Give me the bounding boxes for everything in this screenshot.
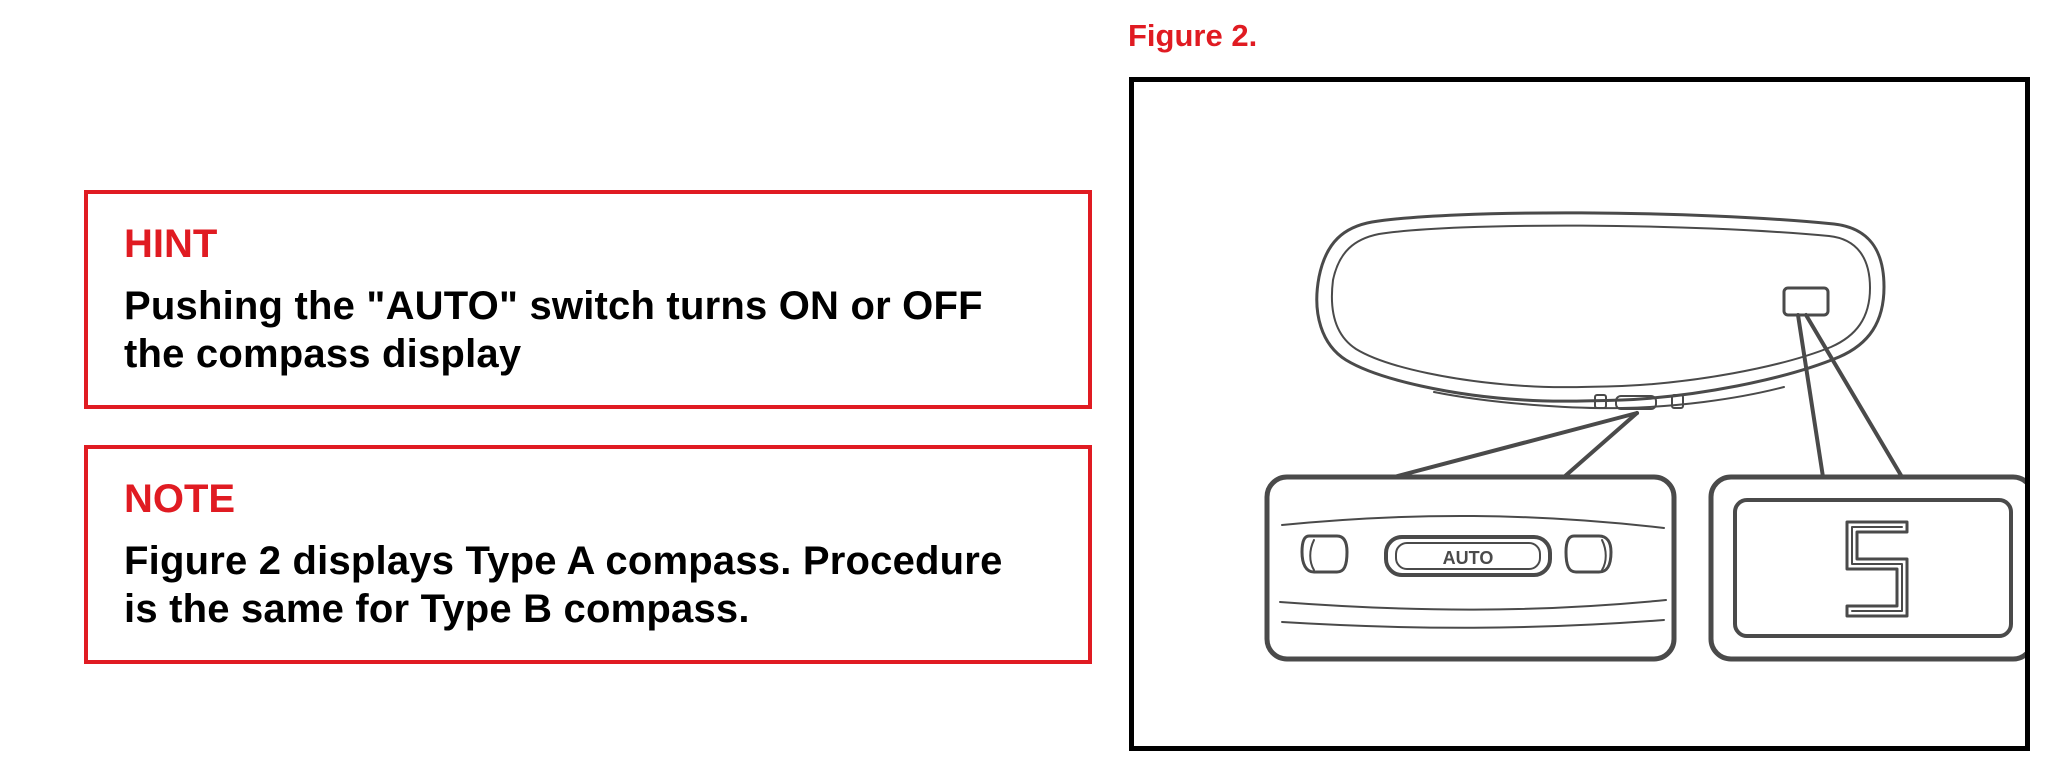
compass-reading-glyph bbox=[1845, 520, 1909, 618]
figure-frame: AUTO bbox=[1129, 77, 2030, 751]
right-indicator-zoom bbox=[1564, 534, 1613, 574]
mirror-glass-outline bbox=[1330, 224, 1871, 389]
left-indicator-zoom bbox=[1300, 534, 1349, 574]
hint-heading: HINT bbox=[124, 222, 218, 266]
compass-window bbox=[1782, 286, 1830, 317]
note-callout: NOTE Figure 2 displays Type A compass. P… bbox=[84, 445, 1092, 664]
auto-switch-label: AUTO bbox=[1443, 548, 1494, 568]
hint-text-line: Pushing the "AUTO" switch turns ON or OF… bbox=[124, 284, 983, 328]
hint-text: Pushing the "AUTO" switch turns ON or OF… bbox=[124, 282, 1064, 378]
switch-callout-leader bbox=[1392, 411, 1639, 479]
compass-display-screen bbox=[1733, 498, 2013, 638]
note-text: Figure 2 displays Type A compass. Proced… bbox=[124, 537, 1064, 633]
rearview-mirror-illustration: AUTO bbox=[1264, 211, 2025, 662]
right-indicator-small bbox=[1671, 394, 1684, 409]
hint-callout: HINT Pushing the "AUTO" switch turns ON … bbox=[84, 190, 1092, 409]
figure-caption: Figure 2. bbox=[1128, 18, 1258, 53]
note-text-line: is the same for Type B compass. bbox=[124, 587, 750, 631]
display-callout-leader bbox=[1796, 313, 1825, 479]
mirror-housing-outline bbox=[1315, 211, 1886, 403]
note-heading: NOTE bbox=[124, 477, 236, 521]
auto-switch-zoom bbox=[1384, 535, 1552, 577]
left-indicator-small bbox=[1594, 394, 1607, 409]
note-text-line: Figure 2 displays Type A compass. Proced… bbox=[124, 539, 1003, 583]
auto-switch-small bbox=[1615, 395, 1657, 410]
hint-text-line: the compass display bbox=[124, 332, 522, 376]
